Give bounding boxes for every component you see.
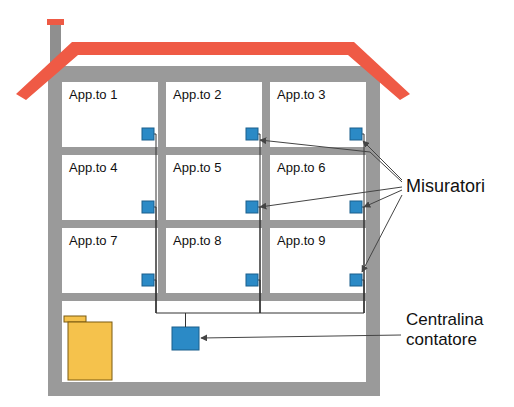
apartment-box: App.to 2 bbox=[166, 82, 262, 147]
meter bbox=[246, 274, 258, 286]
leader-arrow bbox=[364, 190, 402, 207]
apartment-name: App.to 4 bbox=[62, 155, 124, 180]
central-meter-unit bbox=[172, 327, 199, 350]
boiler bbox=[68, 322, 112, 380]
signal-wire bbox=[362, 207, 364, 313]
meter bbox=[142, 128, 154, 140]
apartment-name: App.to 1 bbox=[62, 82, 124, 107]
apartment-room bbox=[166, 155, 262, 220]
apartment-name: App.to 7 bbox=[62, 228, 124, 253]
apartment-name: App.to 3 bbox=[270, 82, 332, 107]
leader-arrow bbox=[260, 187, 402, 207]
meter bbox=[142, 201, 154, 213]
leader-arrow bbox=[362, 195, 402, 272]
meter bbox=[246, 201, 258, 213]
signal-wire bbox=[185, 313, 186, 327]
leaders bbox=[201, 140, 402, 338]
leader-arrow bbox=[363, 141, 402, 180]
wires bbox=[154, 134, 364, 327]
apartment-box: App.to 4 bbox=[62, 155, 158, 220]
basement bbox=[62, 301, 366, 382]
apartment-name: App.to 2 bbox=[166, 82, 228, 107]
house-walls bbox=[48, 66, 380, 396]
apartment-name: App.to 6 bbox=[270, 155, 332, 180]
apartment-box: App.to 3 bbox=[270, 82, 366, 147]
apartment-box: App.to 8 bbox=[166, 228, 262, 293]
meter bbox=[350, 201, 362, 213]
signal-wire bbox=[258, 207, 260, 313]
meter bbox=[350, 274, 362, 286]
apartment-room bbox=[62, 155, 158, 220]
apartment-room bbox=[270, 155, 366, 220]
apartment-box: App.to 1 bbox=[62, 82, 158, 147]
apartment-room bbox=[270, 228, 366, 293]
meters bbox=[142, 128, 362, 286]
meter bbox=[246, 128, 258, 140]
callout-label-unit: Centralina contatore bbox=[406, 310, 506, 351]
apartment-box: App.to 5 bbox=[166, 155, 262, 220]
signal-wire bbox=[156, 313, 364, 314]
signal-wire bbox=[154, 207, 156, 313]
rooms bbox=[62, 82, 366, 293]
apartment-box: App.to 7 bbox=[62, 228, 158, 293]
chimney-cap bbox=[47, 19, 64, 25]
apartment-room bbox=[270, 82, 366, 147]
apartment-box: App.to 6 bbox=[270, 155, 366, 220]
apartment-name: App.to 9 bbox=[270, 228, 332, 253]
meter bbox=[350, 128, 362, 140]
apartment-name: App.to 8 bbox=[166, 228, 228, 253]
apartment-name: App.to 5 bbox=[166, 155, 228, 180]
meter bbox=[142, 274, 154, 286]
leader-arrow bbox=[201, 335, 401, 338]
boiler-pipe bbox=[64, 316, 86, 322]
apartment-room bbox=[62, 228, 158, 293]
apartment-room bbox=[62, 82, 158, 147]
apartment-room bbox=[166, 228, 262, 293]
leader-arrow bbox=[260, 140, 402, 182]
apartment-box: App.to 9 bbox=[270, 228, 366, 293]
callout-label: Misuratori bbox=[406, 176, 510, 198]
apartment-room bbox=[166, 82, 262, 147]
